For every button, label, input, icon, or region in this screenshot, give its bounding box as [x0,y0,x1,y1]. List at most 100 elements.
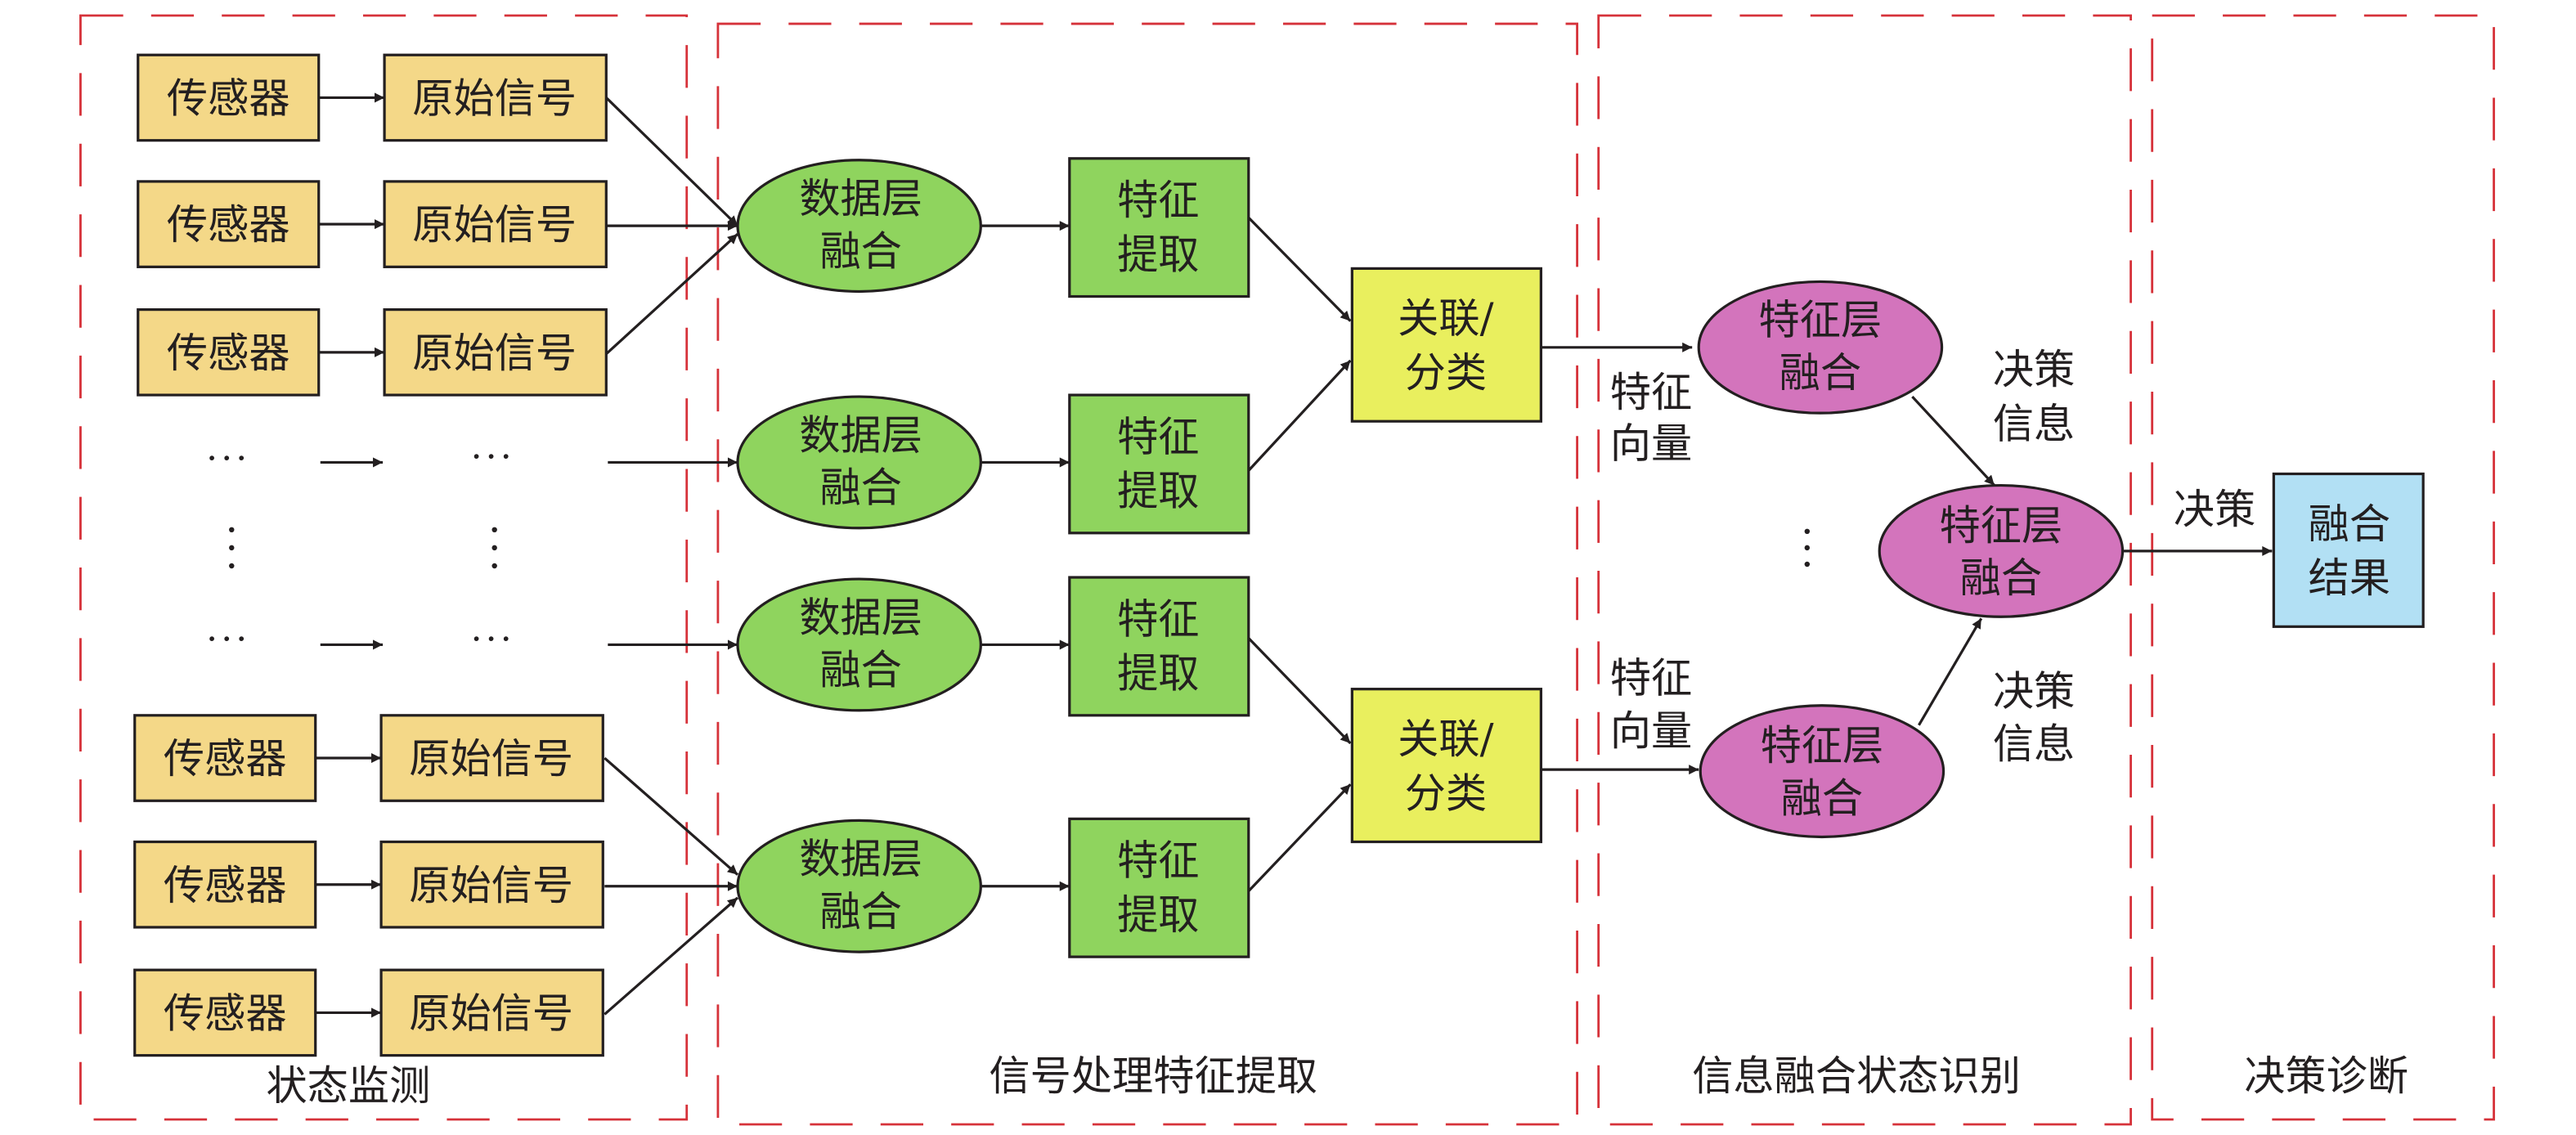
classify-box [1350,688,1542,844]
feature-extract-label-line1: 特征 [1117,412,1199,460]
data-fusion-label-line1: 数据层 [799,174,922,222]
sensor-box [137,53,321,142]
ellipsis-sensor: ··· [206,618,250,660]
classify-node-1: 关联/ 分类 [1350,267,1542,423]
arrow [605,233,739,356]
section-signal-border [716,22,1578,1126]
classify-label-line2: 分类 [1405,348,1487,397]
classify-label-line1: 关联/ [1398,294,1493,343]
arrow [1911,395,1996,487]
raw-signal-label: 原始信号 [409,861,573,909]
data-fusion-label-line1: 数据层 [799,593,922,641]
arrow [605,96,739,227]
raw-signal-box [383,180,608,268]
ellipsis-signal: ··· [471,618,515,660]
ellipsis-signal: ··· [471,436,515,478]
sensor-rows: 传感器原始信号传感器原始信号传感器原始信号传感器原始信号传感器原始信号传感器原始… [133,53,608,1057]
raw-signal-box [379,840,604,929]
raw-signal-box [379,968,604,1057]
sensor-label: 传感器 [167,329,290,377]
raw-signal-box [379,714,604,802]
sensor-box [133,968,317,1057]
raw-signal-label: 原始信号 [409,989,573,1038]
result-label-line1: 融合 [2309,500,2390,548]
sensor-row: 传感器 原始信号 [133,968,604,1057]
feature-vector-label-1-line2: 向量 [1610,419,1692,467]
feature-fusion-node-final: 特征层 融合 [1878,483,2125,618]
section-fusion-border [1597,14,2132,1126]
arrow [1247,783,1352,892]
ellipsis-vertical [229,527,497,569]
feature-fusion-label-line1: 特征层 [1940,501,2063,550]
classify-label-line1: 关联/ [1398,715,1493,763]
raw-signal-label: 原始信号 [409,734,573,783]
data-fusion-label-line2: 融合 [819,646,901,694]
section-label-monitor: 状态监测 [266,1061,430,1110]
sensor-row: 传感器原始信号 [137,180,608,268]
sensor-label: 传感器 [164,989,287,1038]
ellipsis-vertical-fusion [1804,528,1811,568]
ellipsis-row-1: ··· ··· [206,436,738,479]
sensor-box [133,714,317,802]
feature-fusion-ellipse [1699,704,1945,839]
feature-extract-label-line2: 提取 [1117,467,1199,515]
classify-node-2: 关联/ 分类 [1350,688,1542,844]
sensor-box [137,307,321,397]
sensor-row: 传感器 原始信号 [133,840,604,929]
ellipsis-sensor: ··· [206,437,250,479]
data-fusion-label-line1: 数据层 [799,835,922,883]
feature-vector-label-2-line2: 向量 [1610,707,1692,755]
data-fusion-label-line2: 融合 [819,227,901,275]
feature-vector-label-2-line1: 特征 [1610,654,1692,702]
feature-extract-label-line1: 特征 [1117,176,1199,224]
section-label-decision: 决策诊断 [2244,1052,2408,1100]
section-label-fusion: 信息融合状态识别 [1692,1052,2021,1100]
raw-signal-label: 原始信号 [412,74,577,123]
feature-extract-label-line2: 提取 [1117,230,1199,278]
feature-fusion-label-line2: 融合 [1960,554,2042,602]
data-fusion-label-line2: 融合 [819,464,901,512]
arrow [1247,637,1352,745]
feature-extract-label-line2: 提取 [1117,649,1199,698]
raw-signal-box [383,53,608,142]
arrow [604,756,739,876]
classify-label-line2: 分类 [1405,769,1487,817]
decision-info-label-2-line1: 决策 [1993,667,2075,716]
arrow [1247,359,1352,472]
sensor-label: 传感器 [164,861,287,909]
feature-fusion-node-2: 特征层 融合 [1699,704,1945,839]
data-fusion-label-line1: 数据层 [799,410,922,459]
section-label-signal: 信号处理特征提取 [989,1052,1317,1100]
feature-fusion-label-line2: 融合 [1781,774,1863,822]
sensor-label: 传感器 [167,200,290,249]
feature-extract-box [1068,393,1250,535]
decision-label: 决策 [2174,485,2255,533]
sensor-box [133,840,317,929]
raw-signal-box [383,307,608,397]
sensor-row: 传感器 原始信号 [137,307,608,397]
feature-fusion-label-line2: 融合 [1779,348,1861,397]
classify-box [1350,267,1542,423]
sensor-row: 传感器 原始信号 [133,714,604,802]
raw-signal-label: 原始信号 [412,329,577,377]
feature-extract-label-line2: 提取 [1117,891,1199,939]
section-decision-border [2151,14,2495,1121]
feature-fusion-node-1: 特征层 融合 [1697,280,1944,415]
feature-fusion-label-line1: 特征层 [1761,721,1884,769]
feature-extract-label-line1: 特征 [1117,837,1199,885]
result-box [2272,472,2425,628]
sensor-label: 传感器 [164,734,287,783]
feature-extract-box [1068,576,1250,717]
decision-info-label-1-line1: 决策 [1993,345,2075,393]
sensor-label: 传感器 [167,74,290,123]
decision-info-label-2-line2: 信息 [1993,720,2075,768]
sensor-row: 传感器 原始信号 [137,53,608,142]
feature-fusion-ellipse [1697,280,1944,415]
sensor-box [137,180,321,268]
feature-vector-label-1-line1: 特征 [1610,368,1692,416]
